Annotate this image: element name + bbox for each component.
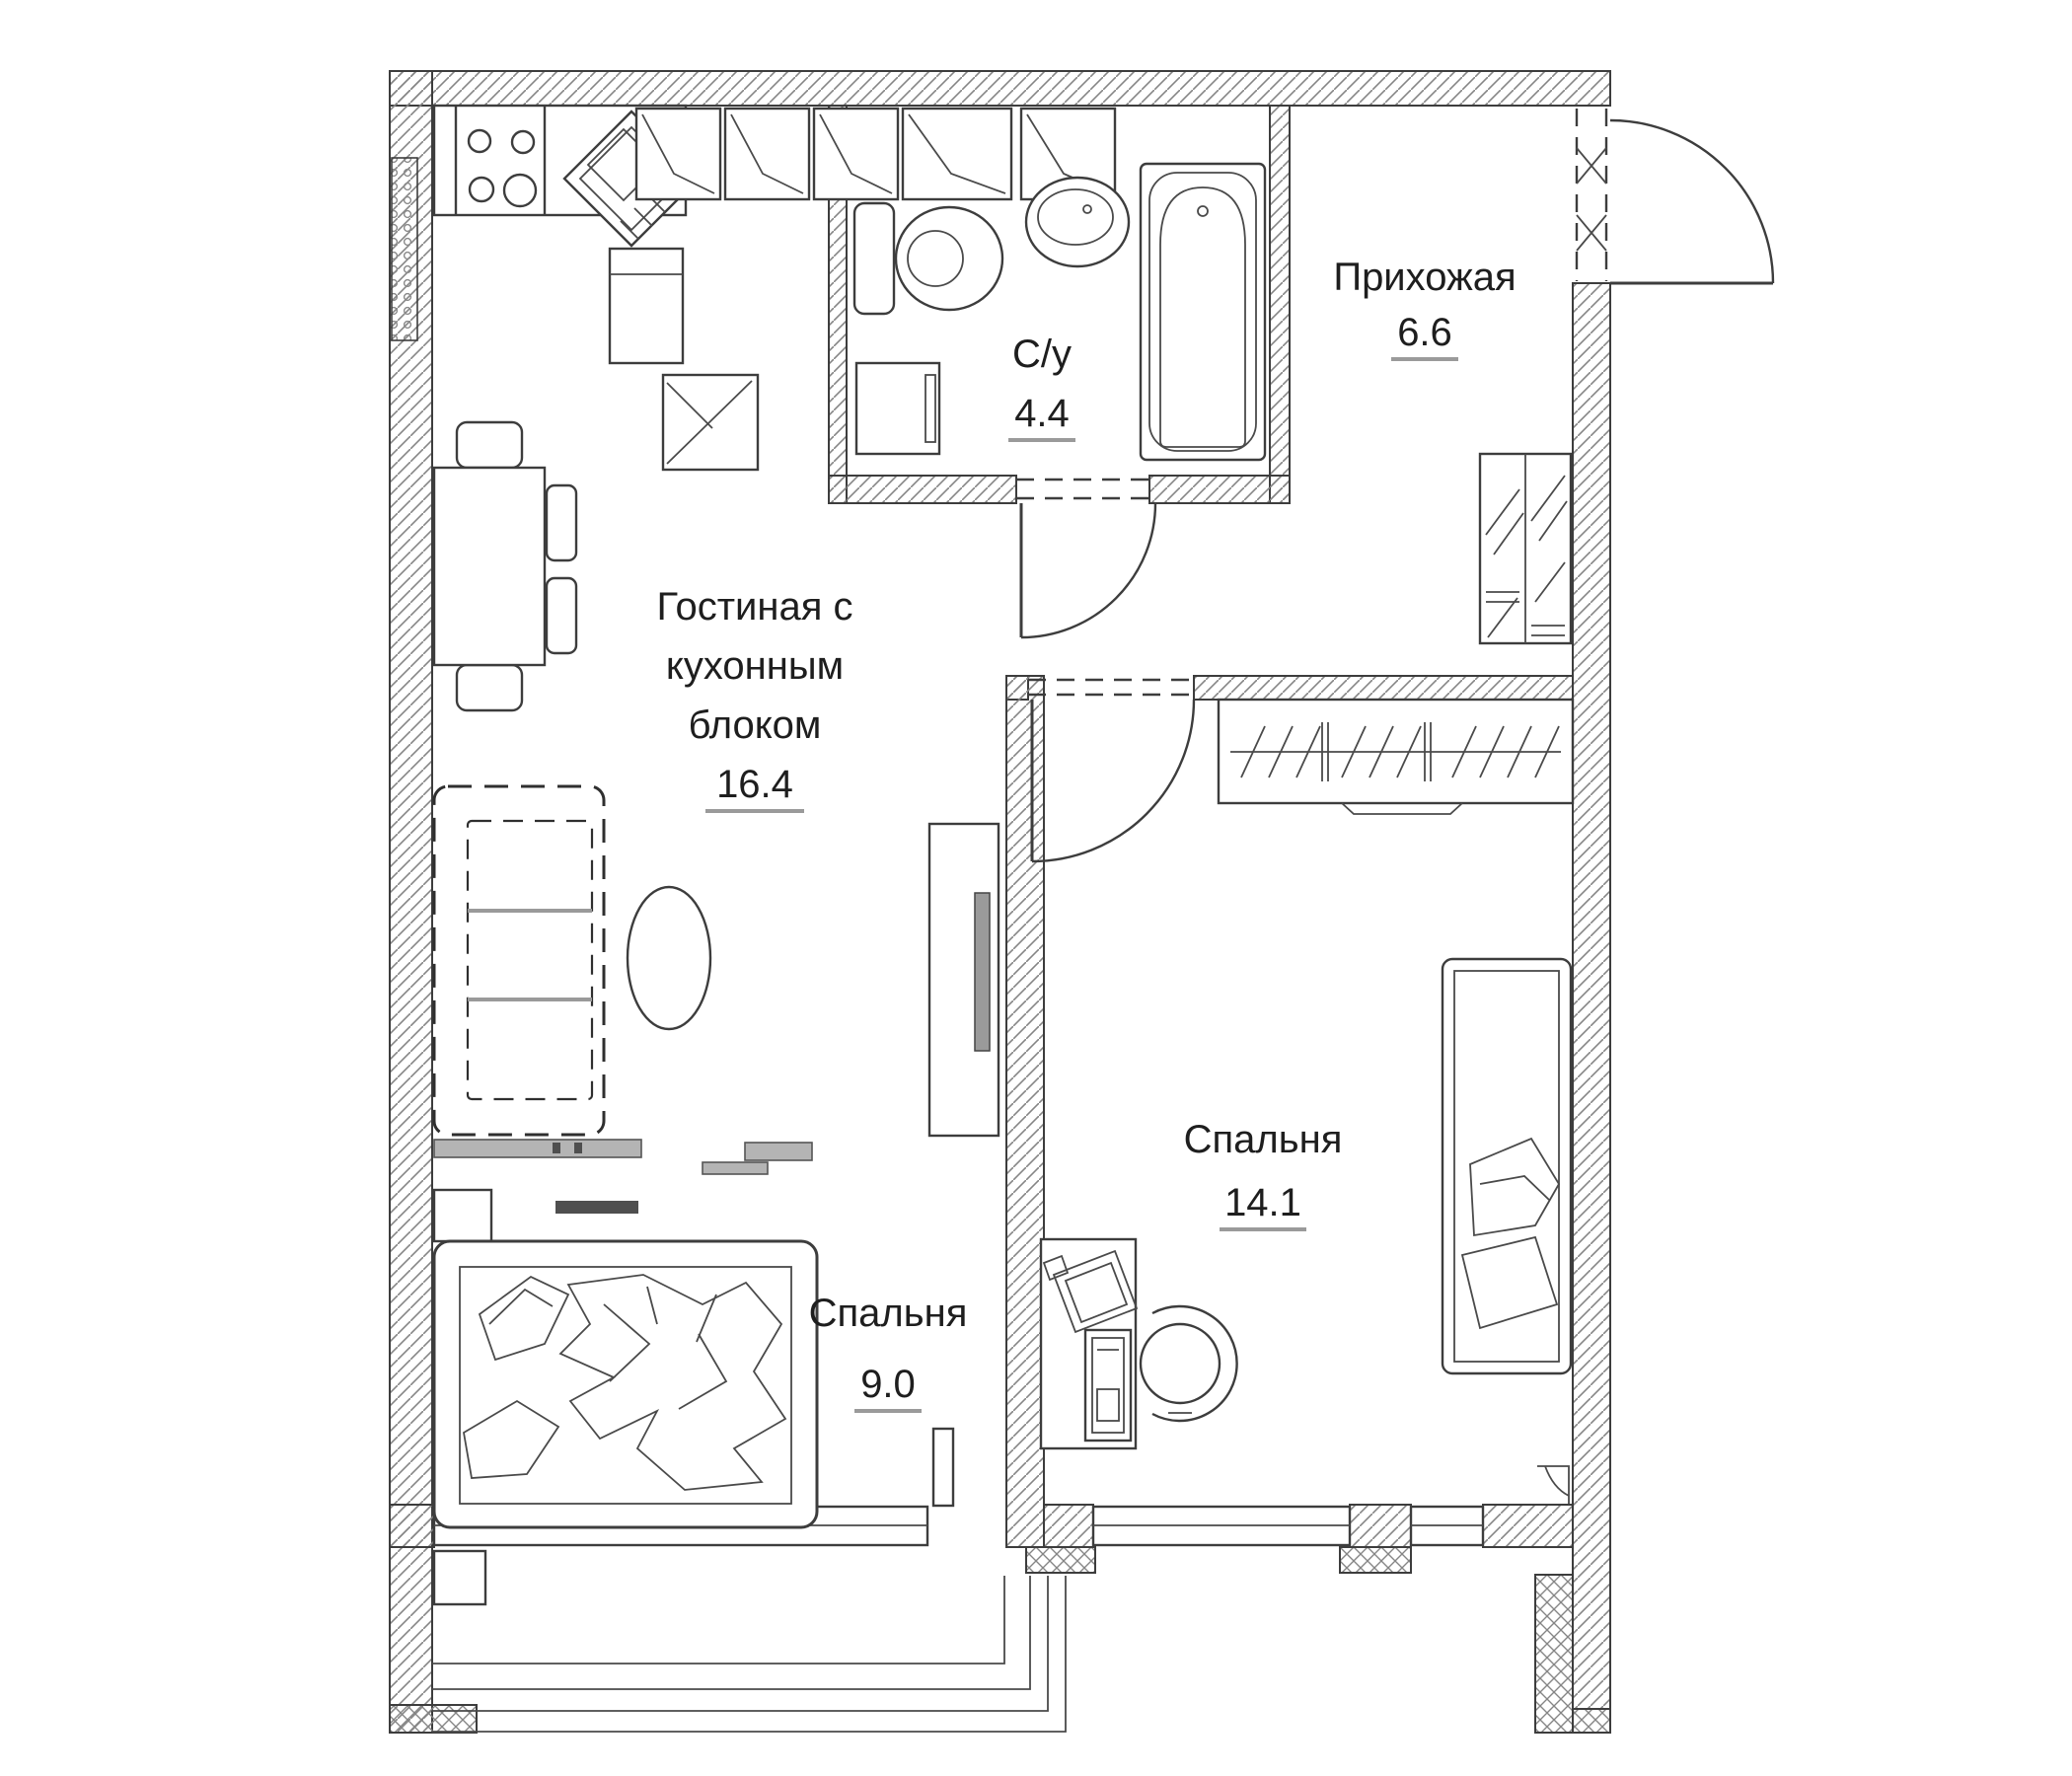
room-name: Гостиная с [656, 585, 852, 629]
room-label-bathroom: С/у 4.4 [1008, 333, 1075, 442]
double-bed [432, 1239, 819, 1529]
washing-machine-icon [854, 361, 941, 456]
bench-knob [574, 1143, 582, 1153]
bathroom-wall-bottom-left [828, 475, 1017, 504]
chair [545, 483, 578, 562]
wall-left [389, 70, 433, 1734]
blanket [558, 1274, 787, 1491]
wall-right-inner-strip [1534, 1574, 1574, 1734]
outer-walls [389, 70, 1611, 1734]
room-label-living: Гостиная с кухонным блоком 16.4 [656, 585, 853, 813]
bathroom-fixtures [852, 162, 1267, 462]
wall-left-cap [389, 1704, 478, 1734]
room-name: блоком [689, 703, 822, 747]
tall-cabinet [608, 247, 685, 365]
media-bench [433, 1139, 642, 1158]
room-area: 14.1 [1224, 1181, 1301, 1224]
bathtub-icon [1139, 162, 1267, 462]
room-label-hallway: Прихожая 6.6 [1333, 256, 1517, 361]
living-room-furniture [432, 420, 1000, 1214]
hallway-furniture [1217, 452, 1575, 815]
room-labels: Гостиная с кухонным блоком 16.4 С/у 4.4 … [656, 256, 1517, 1413]
kitchen-closet [661, 373, 760, 472]
drainboard-lines [620, 167, 693, 240]
office-chair-icon [1139, 1304, 1238, 1423]
wash-basin-icon [1024, 176, 1131, 268]
wall-niche [1537, 1465, 1570, 1504]
window-bedroom-large-b [1409, 1505, 1485, 1547]
room-area: 4.4 [1014, 392, 1070, 435]
room-name: Прихожая [1333, 256, 1516, 299]
tv-icon [974, 892, 991, 1052]
entrance-door [1575, 109, 1775, 285]
room-name: Спальня [809, 1292, 968, 1335]
bench-knob [553, 1143, 560, 1153]
media-bench-2 [744, 1142, 813, 1161]
tv-cabinet [927, 822, 1000, 1138]
wall-right-cap [1572, 1708, 1611, 1734]
entrance-threshold-icon [1576, 147, 1607, 252]
window-bedroom-large-a [1091, 1505, 1352, 1547]
entrance-door-arc [1609, 118, 1775, 284]
balcony-glazing [432, 1576, 1067, 1733]
desk-group [1039, 1237, 1139, 1450]
bedrooms-partition [1005, 675, 1045, 1548]
bathroom-door-arc [1020, 502, 1157, 639]
laptop-icon [1042, 1249, 1139, 1334]
bottom-wall-pier-3 [1482, 1504, 1574, 1548]
bedroom-large-door [1028, 678, 1196, 863]
wall-right [1572, 282, 1611, 1710]
room-name: С/у [1012, 333, 1072, 376]
media-bench-3 [702, 1161, 769, 1175]
pillow [1460, 1235, 1559, 1330]
pillow [463, 1399, 560, 1479]
hall-partition [1193, 675, 1574, 701]
room-name: Спальня [1184, 1118, 1343, 1161]
chair [455, 420, 524, 470]
room-name: кухонным [666, 644, 844, 688]
kitchen-block [432, 104, 1117, 472]
bathroom-door [1016, 478, 1157, 639]
interior-partitions [389, 105, 1574, 1574]
balcony-door-leaf [931, 1427, 955, 1508]
dining-table-group [432, 420, 578, 712]
dining-table [432, 466, 547, 667]
divider-screen [555, 1201, 638, 1214]
room-label-bedroom-large: Спальня 14.1 [1184, 1118, 1343, 1231]
balcony-box [432, 1549, 487, 1606]
bedroom-large-door-arc [1031, 699, 1196, 863]
stove-icon [467, 128, 538, 208]
room-label-bedroom-small: Спальня 9.0 [809, 1292, 968, 1413]
bottom-wall-pier-1 [1043, 1504, 1094, 1548]
bottom-wall-left-pier [389, 1504, 435, 1548]
pillow [478, 1275, 570, 1362]
nightstand [432, 1188, 493, 1243]
chair [545, 576, 578, 655]
vent-strip [391, 157, 418, 341]
chair [455, 663, 524, 712]
room-area: 16.4 [716, 763, 793, 806]
bedroom-large-furniture [1039, 957, 1573, 1450]
blanket [1469, 1137, 1561, 1237]
upper-cabinets [634, 107, 1117, 201]
bedroom-small-furniture [432, 1188, 819, 1606]
bathroom-wall-right [1269, 105, 1291, 504]
toilet-icon [852, 201, 1004, 316]
pouf [626, 885, 712, 1031]
room-area: 9.0 [860, 1363, 916, 1406]
mirror-wardrobe [1478, 452, 1573, 645]
pc-tower-icon [1083, 1328, 1133, 1443]
bottom-xhatch-1 [1025, 1546, 1096, 1574]
single-bed [1441, 957, 1573, 1375]
wall-top [389, 70, 1611, 107]
room-area: 6.6 [1397, 311, 1452, 354]
sofa [432, 784, 606, 1137]
bottom-wall-pier-2 [1349, 1504, 1412, 1548]
hall-wardrobe [1217, 698, 1575, 815]
bathroom-wall-bottom-right [1148, 475, 1291, 504]
bottom-xhatch-2 [1339, 1546, 1412, 1574]
